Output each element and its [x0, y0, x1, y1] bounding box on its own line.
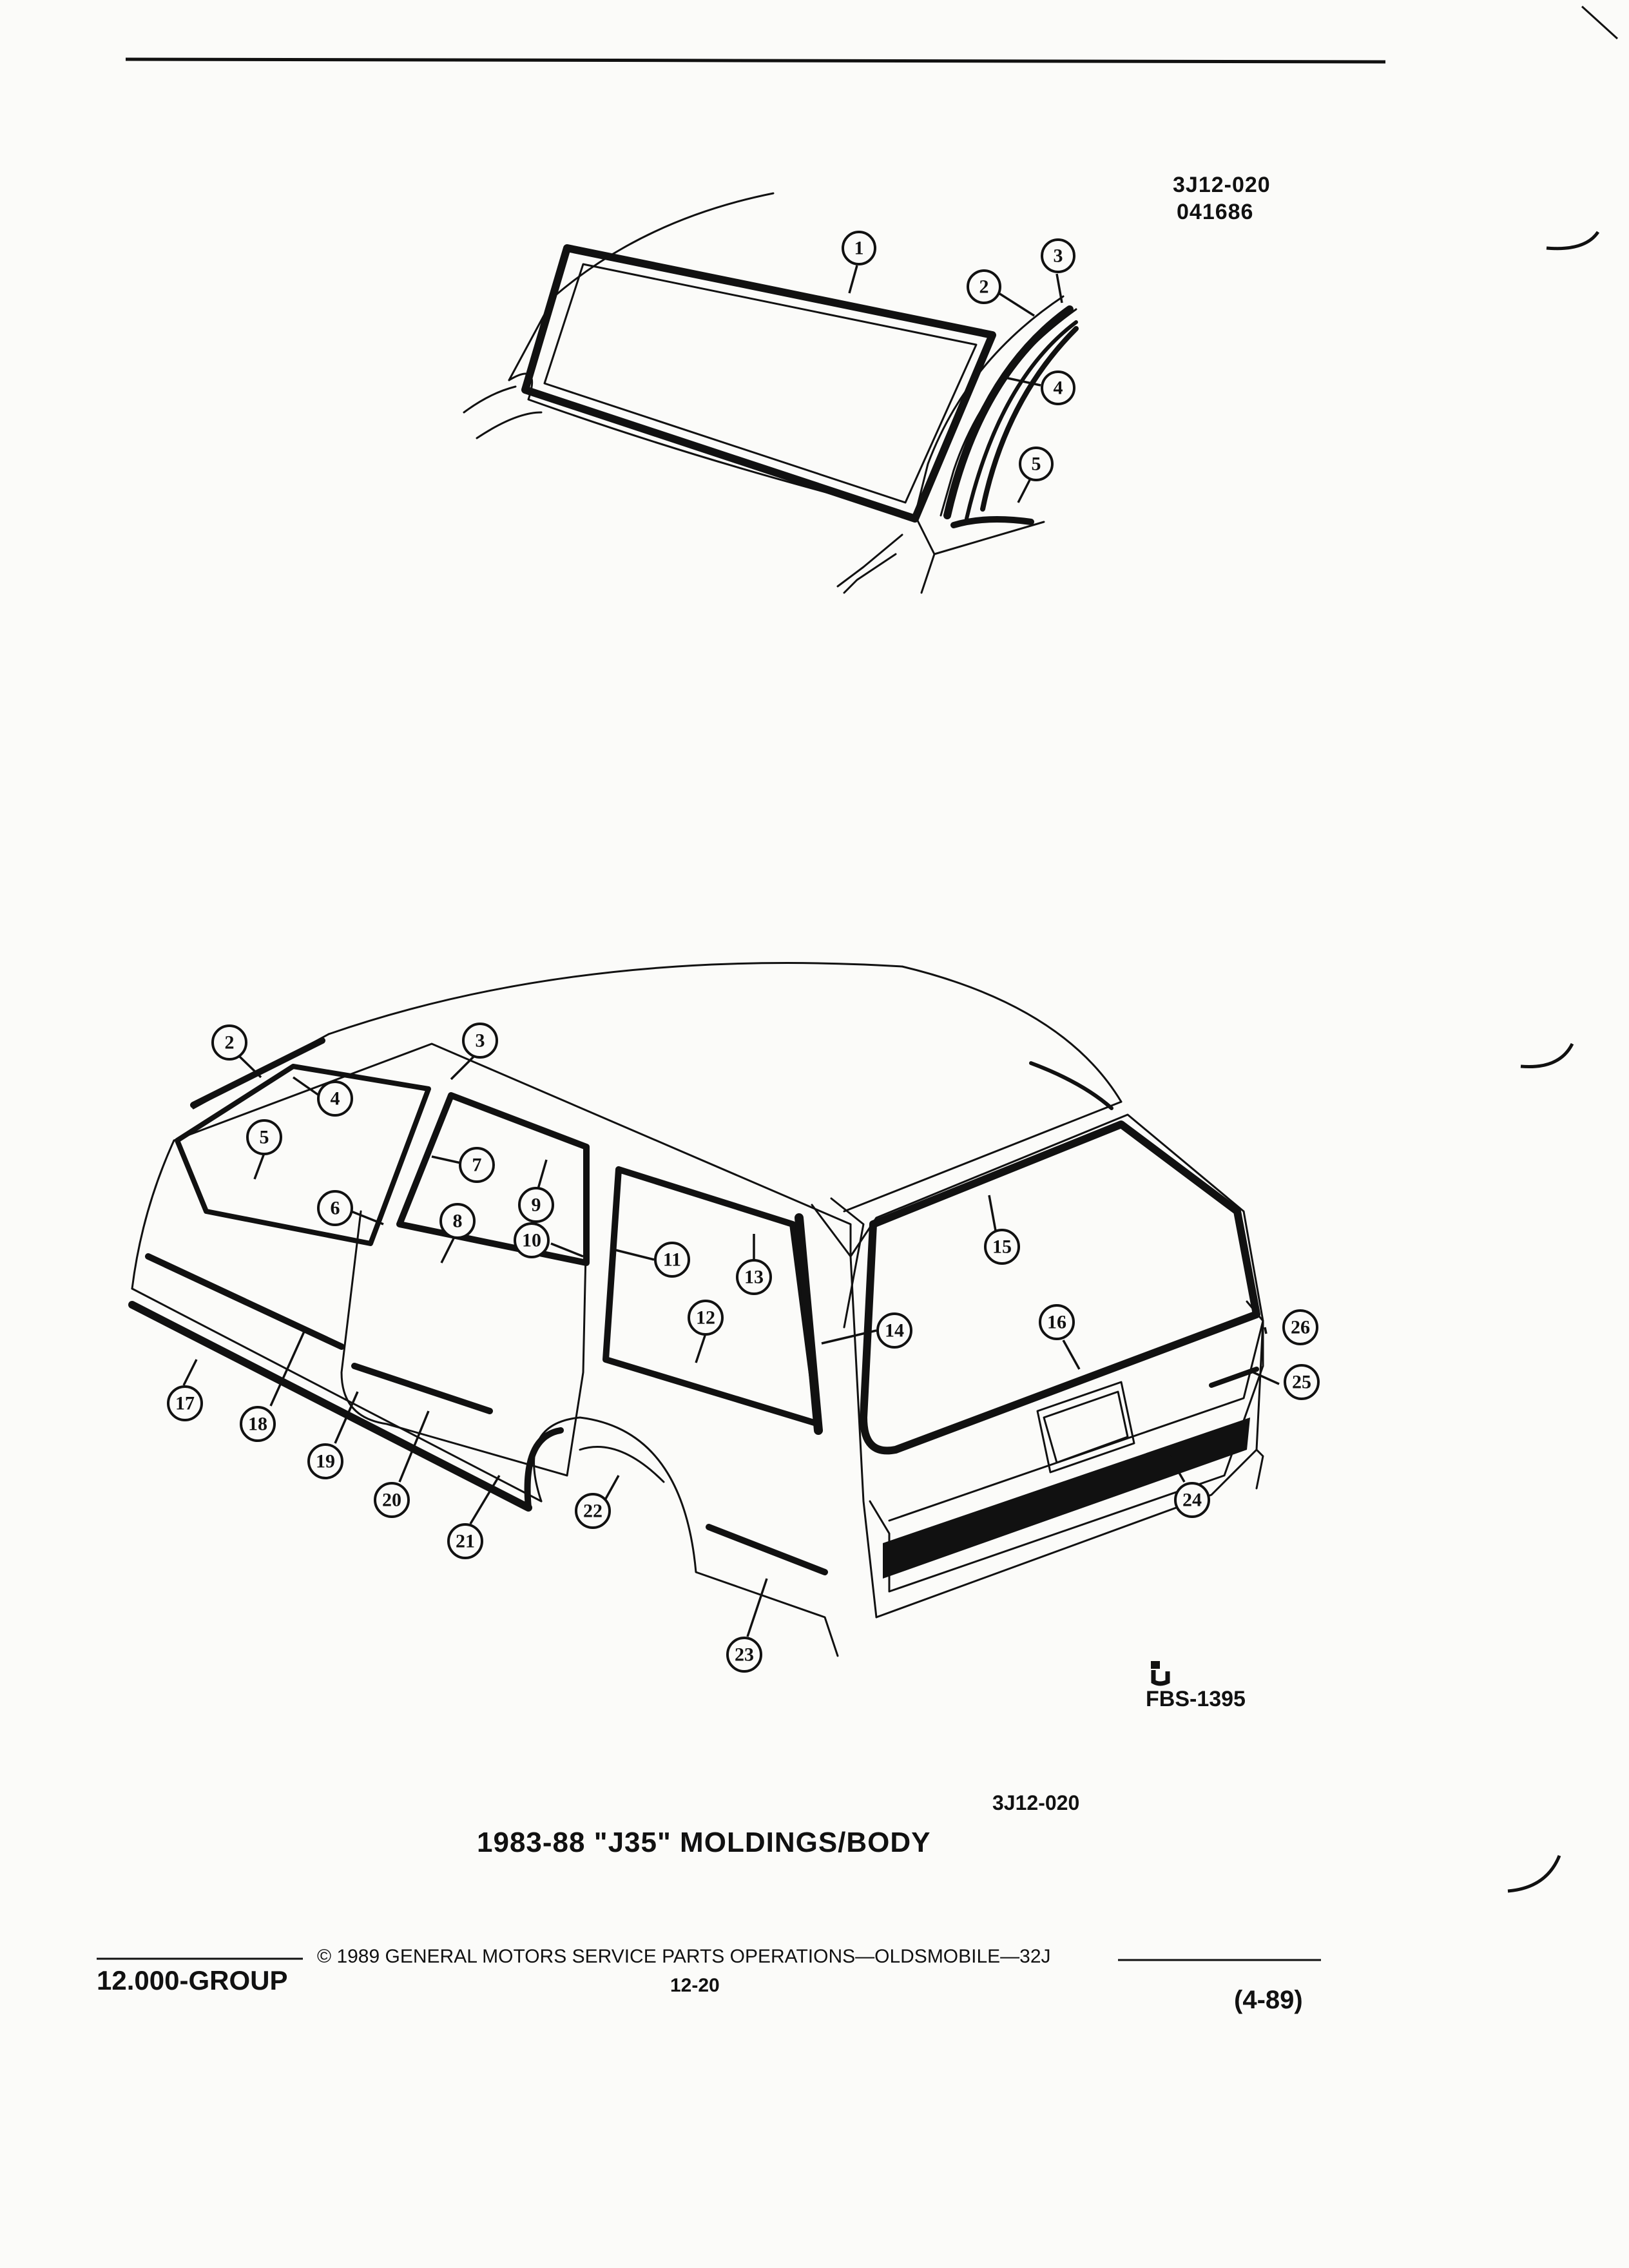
callout-b17: 17: [167, 1385, 203, 1421]
callout-1: 1: [842, 231, 876, 265]
callout-b21: 21: [447, 1523, 483, 1559]
callout-b20: 20: [374, 1482, 410, 1518]
callout-5: 5: [1019, 447, 1054, 481]
callout-b9: 9: [518, 1187, 554, 1223]
svg-text:12: 12: [696, 1307, 715, 1329]
svg-text:23: 23: [735, 1644, 754, 1666]
svg-text:16: 16: [1047, 1312, 1066, 1333]
svg-text:5: 5: [260, 1127, 269, 1148]
callout-3: 3: [1041, 238, 1075, 273]
svg-text:2: 2: [979, 276, 989, 298]
callout-4: 4: [1041, 370, 1075, 405]
callout-b26: 26: [1282, 1309, 1318, 1345]
footer-copyright: © 1989 GENERAL MOTORS SERVICE PARTS OPER…: [317, 1946, 1051, 1967]
callout-b23: 23: [726, 1637, 762, 1673]
fbs-code: FBS-1395: [1146, 1687, 1246, 1711]
svg-text:22: 22: [583, 1501, 602, 1522]
svg-text:3: 3: [1054, 245, 1063, 267]
svg-text:21: 21: [456, 1531, 475, 1552]
callout-b6: 6: [317, 1190, 353, 1226]
callout-b3: 3: [462, 1023, 498, 1059]
svg-text:5: 5: [1032, 454, 1041, 475]
doc-code-line1: 3J12-020: [1173, 173, 1271, 197]
svg-text:24: 24: [1182, 1490, 1202, 1511]
svg-text:14: 14: [885, 1320, 904, 1341]
callout-b16: 16: [1039, 1304, 1075, 1340]
callout-2: 2: [967, 269, 1001, 304]
callout-b7: 7: [459, 1147, 495, 1183]
callout-b14: 14: [876, 1312, 912, 1349]
svg-text:11: 11: [663, 1249, 681, 1271]
callout-b8: 8: [439, 1203, 476, 1239]
callout-b10: 10: [514, 1222, 550, 1258]
margin-mark: [1546, 231, 1600, 251]
callout-b12: 12: [688, 1300, 724, 1336]
callout-b18: 18: [240, 1406, 276, 1442]
gm-logo-icon: [1151, 1661, 1170, 1686]
svg-text:26: 26: [1291, 1317, 1310, 1338]
windshield-figure: [463, 192, 1079, 594]
svg-text:2: 2: [225, 1032, 235, 1053]
svg-text:4: 4: [1054, 378, 1063, 399]
bottom-callouts: 2 3 4 5 6 7 8 9 10 11 12 13 14 15 16 17 …: [167, 1023, 1320, 1673]
figure-ref-code: 3J12-020: [992, 1791, 1080, 1814]
callout-b11: 11: [654, 1242, 690, 1278]
footer-page-number: 12-20: [670, 1975, 720, 1996]
callout-b5: 5: [246, 1119, 282, 1155]
svg-text:8: 8: [453, 1211, 463, 1232]
svg-text:1: 1: [854, 238, 864, 259]
svg-text:7: 7: [472, 1155, 482, 1176]
svg-text:13: 13: [744, 1267, 764, 1288]
top-callouts: 1 2 3 4 5: [842, 231, 1075, 503]
wagon-body-figure: [128, 962, 1264, 1657]
corner-mark: [1581, 5, 1619, 40]
svg-text:4: 4: [331, 1088, 340, 1110]
svg-text:25: 25: [1292, 1372, 1311, 1393]
svg-text:18: 18: [248, 1414, 267, 1435]
figure-title: 1983-88 "J35" MOLDINGS/BODY: [477, 1827, 931, 1858]
callout-b2: 2: [211, 1024, 247, 1061]
svg-text:9: 9: [532, 1195, 541, 1216]
callout-b22: 22: [575, 1493, 611, 1529]
svg-text:6: 6: [331, 1198, 340, 1219]
top-rule: [125, 57, 1386, 64]
footer-date: (4-89): [1234, 1986, 1303, 2014]
svg-text:17: 17: [175, 1393, 195, 1414]
svg-text:20: 20: [382, 1490, 401, 1511]
margin-mark: [1520, 1043, 1574, 1069]
callout-b19: 19: [307, 1443, 343, 1479]
svg-text:19: 19: [316, 1451, 335, 1472]
callout-b24: 24: [1174, 1482, 1210, 1518]
callout-b4: 4: [317, 1081, 353, 1117]
callout-b25: 25: [1284, 1364, 1320, 1400]
svg-text:3: 3: [476, 1030, 485, 1052]
doc-code-line2: 041686: [1177, 200, 1254, 224]
svg-text:15: 15: [992, 1236, 1012, 1258]
margin-mark: [1507, 1855, 1561, 1893]
callout-b15: 15: [984, 1229, 1020, 1265]
footer-group: 12.000-GROUP: [97, 1965, 288, 1995]
svg-text:10: 10: [522, 1230, 541, 1251]
callout-b13: 13: [736, 1259, 772, 1295]
